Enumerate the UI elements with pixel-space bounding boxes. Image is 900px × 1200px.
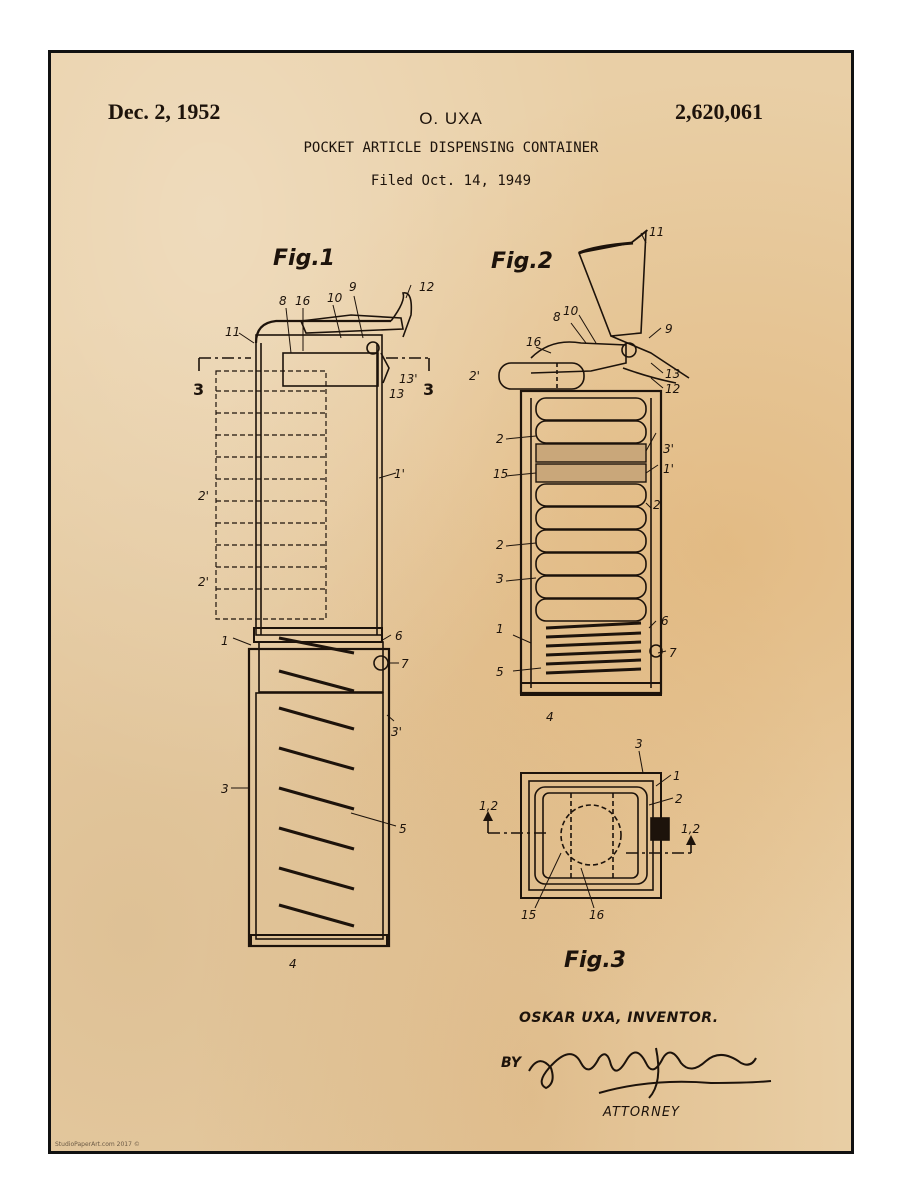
fig3-ref-15: 15 (521, 908, 536, 922)
ref-8: 8 (279, 294, 287, 308)
patent-number: 2,620,061 (675, 99, 763, 124)
ref-13p: 13' (399, 372, 418, 386)
fig1-upper-body (255, 334, 383, 636)
inventor-short-name: O. UXA (419, 109, 483, 128)
fig1-drawing (198, 284, 430, 948)
ref-6: 6 (395, 629, 403, 643)
fig1-label: Fig.1 (273, 246, 335, 271)
fig3-ref-1: 1 (673, 769, 681, 783)
fig1-reference-numerals: 11 8 16 10 9 12 3 3 13' 13 1' 2' 2' 1 6 … (193, 280, 434, 971)
fig3-ref-16: 16 (589, 908, 605, 922)
fig2-ref-7: 7 (669, 646, 677, 660)
ref-3-left: 3 (193, 380, 204, 399)
fig2-ref-13: 13 (665, 367, 680, 381)
ref-3-right: 3 (423, 380, 434, 399)
fig3-ref-section-left: 1,2 (479, 799, 498, 813)
ref-16: 16 (295, 294, 311, 308)
credit-text: StudioPaperArt.com 2017 © (55, 1141, 140, 1148)
ref-12: 12 (419, 280, 434, 294)
fig2-ref-15: 15 (493, 467, 508, 481)
fig3-label: Fig.3 (564, 948, 626, 973)
ref-3p: 3' (391, 725, 402, 739)
fig2-ref-10: 10 (563, 304, 579, 318)
ref-11: 11 (225, 325, 240, 339)
inventor-name: OSKAR UXA, INVENTOR. (519, 1010, 719, 1026)
ref-4: 4 (289, 957, 297, 971)
fig3-reference-numerals: 3 1 2 1,2 1,2 15 16 (479, 737, 700, 922)
fig2-ref-11: 11 (649, 225, 664, 239)
ref-5: 5 (399, 822, 407, 836)
attorney-label: ATTORNEY (603, 1105, 680, 1120)
fig2-ref-16: 16 (526, 335, 542, 349)
patent-title: POCKET ARTICLE DISPENSING CONTAINER (303, 140, 599, 156)
fig2-label: Fig.2 (491, 249, 553, 274)
fig2-ref-3: 3 (496, 572, 504, 586)
fig2-ref-2-c: 2 (496, 538, 504, 552)
patent-sheet: Dec. 2, 1952 O. UXA 2,620,061 POCKET ART… (48, 50, 854, 1154)
by-label: BY (501, 1055, 522, 1071)
ref-13: 13 (389, 387, 404, 401)
ref-7: 7 (401, 657, 409, 671)
fig2-ref-1p: 1' (663, 462, 674, 476)
fig2-ref-5: 5 (496, 665, 504, 679)
patent-date: Dec. 2, 1952 (108, 99, 221, 124)
fig2-drawing (498, 229, 690, 696)
fig2-ref-2-a: 2 (496, 432, 504, 446)
patent-drawings: 11 8 16 10 9 12 3 3 13' 13 1' 2' 2' 1 6 … (193, 225, 772, 1099)
fig3-ref-2: 2 (675, 792, 683, 806)
ref-1p: 1' (394, 467, 405, 481)
fig2-ref-4: 4 (546, 710, 554, 724)
fig3-ref-section-right: 1,2 (681, 822, 700, 836)
ref-3-sleeve: 3 (221, 782, 229, 796)
fig2-ref-3p: 3' (663, 442, 674, 456)
ref-2p-b: 2' (198, 575, 209, 589)
fig2-ref-2p: 2' (469, 369, 480, 383)
attorney-signature (528, 1047, 772, 1099)
filed-date: Filed Oct. 14, 1949 (370, 173, 532, 189)
fig3-drawing (483, 750, 696, 909)
fig2-ref-9: 9 (665, 322, 673, 336)
ref-9: 9 (349, 280, 357, 294)
fig3-ref-3: 3 (635, 737, 643, 751)
ref-1: 1 (221, 634, 229, 648)
fig2-ref-2-b: 2 (653, 498, 661, 512)
ref-2p-a: 2' (198, 489, 209, 503)
fig2-ref-12: 12 (665, 382, 680, 396)
fig2-ref-6: 6 (661, 614, 669, 628)
fig2-reference-numerals: 11 8 10 16 9 2' 13 12 2 3' 15 1' 2 2 3 1… (469, 225, 680, 724)
ref-10: 10 (327, 291, 343, 305)
fig2-ref-1: 1 (496, 622, 504, 636)
fig2-ref-8: 8 (553, 310, 561, 324)
